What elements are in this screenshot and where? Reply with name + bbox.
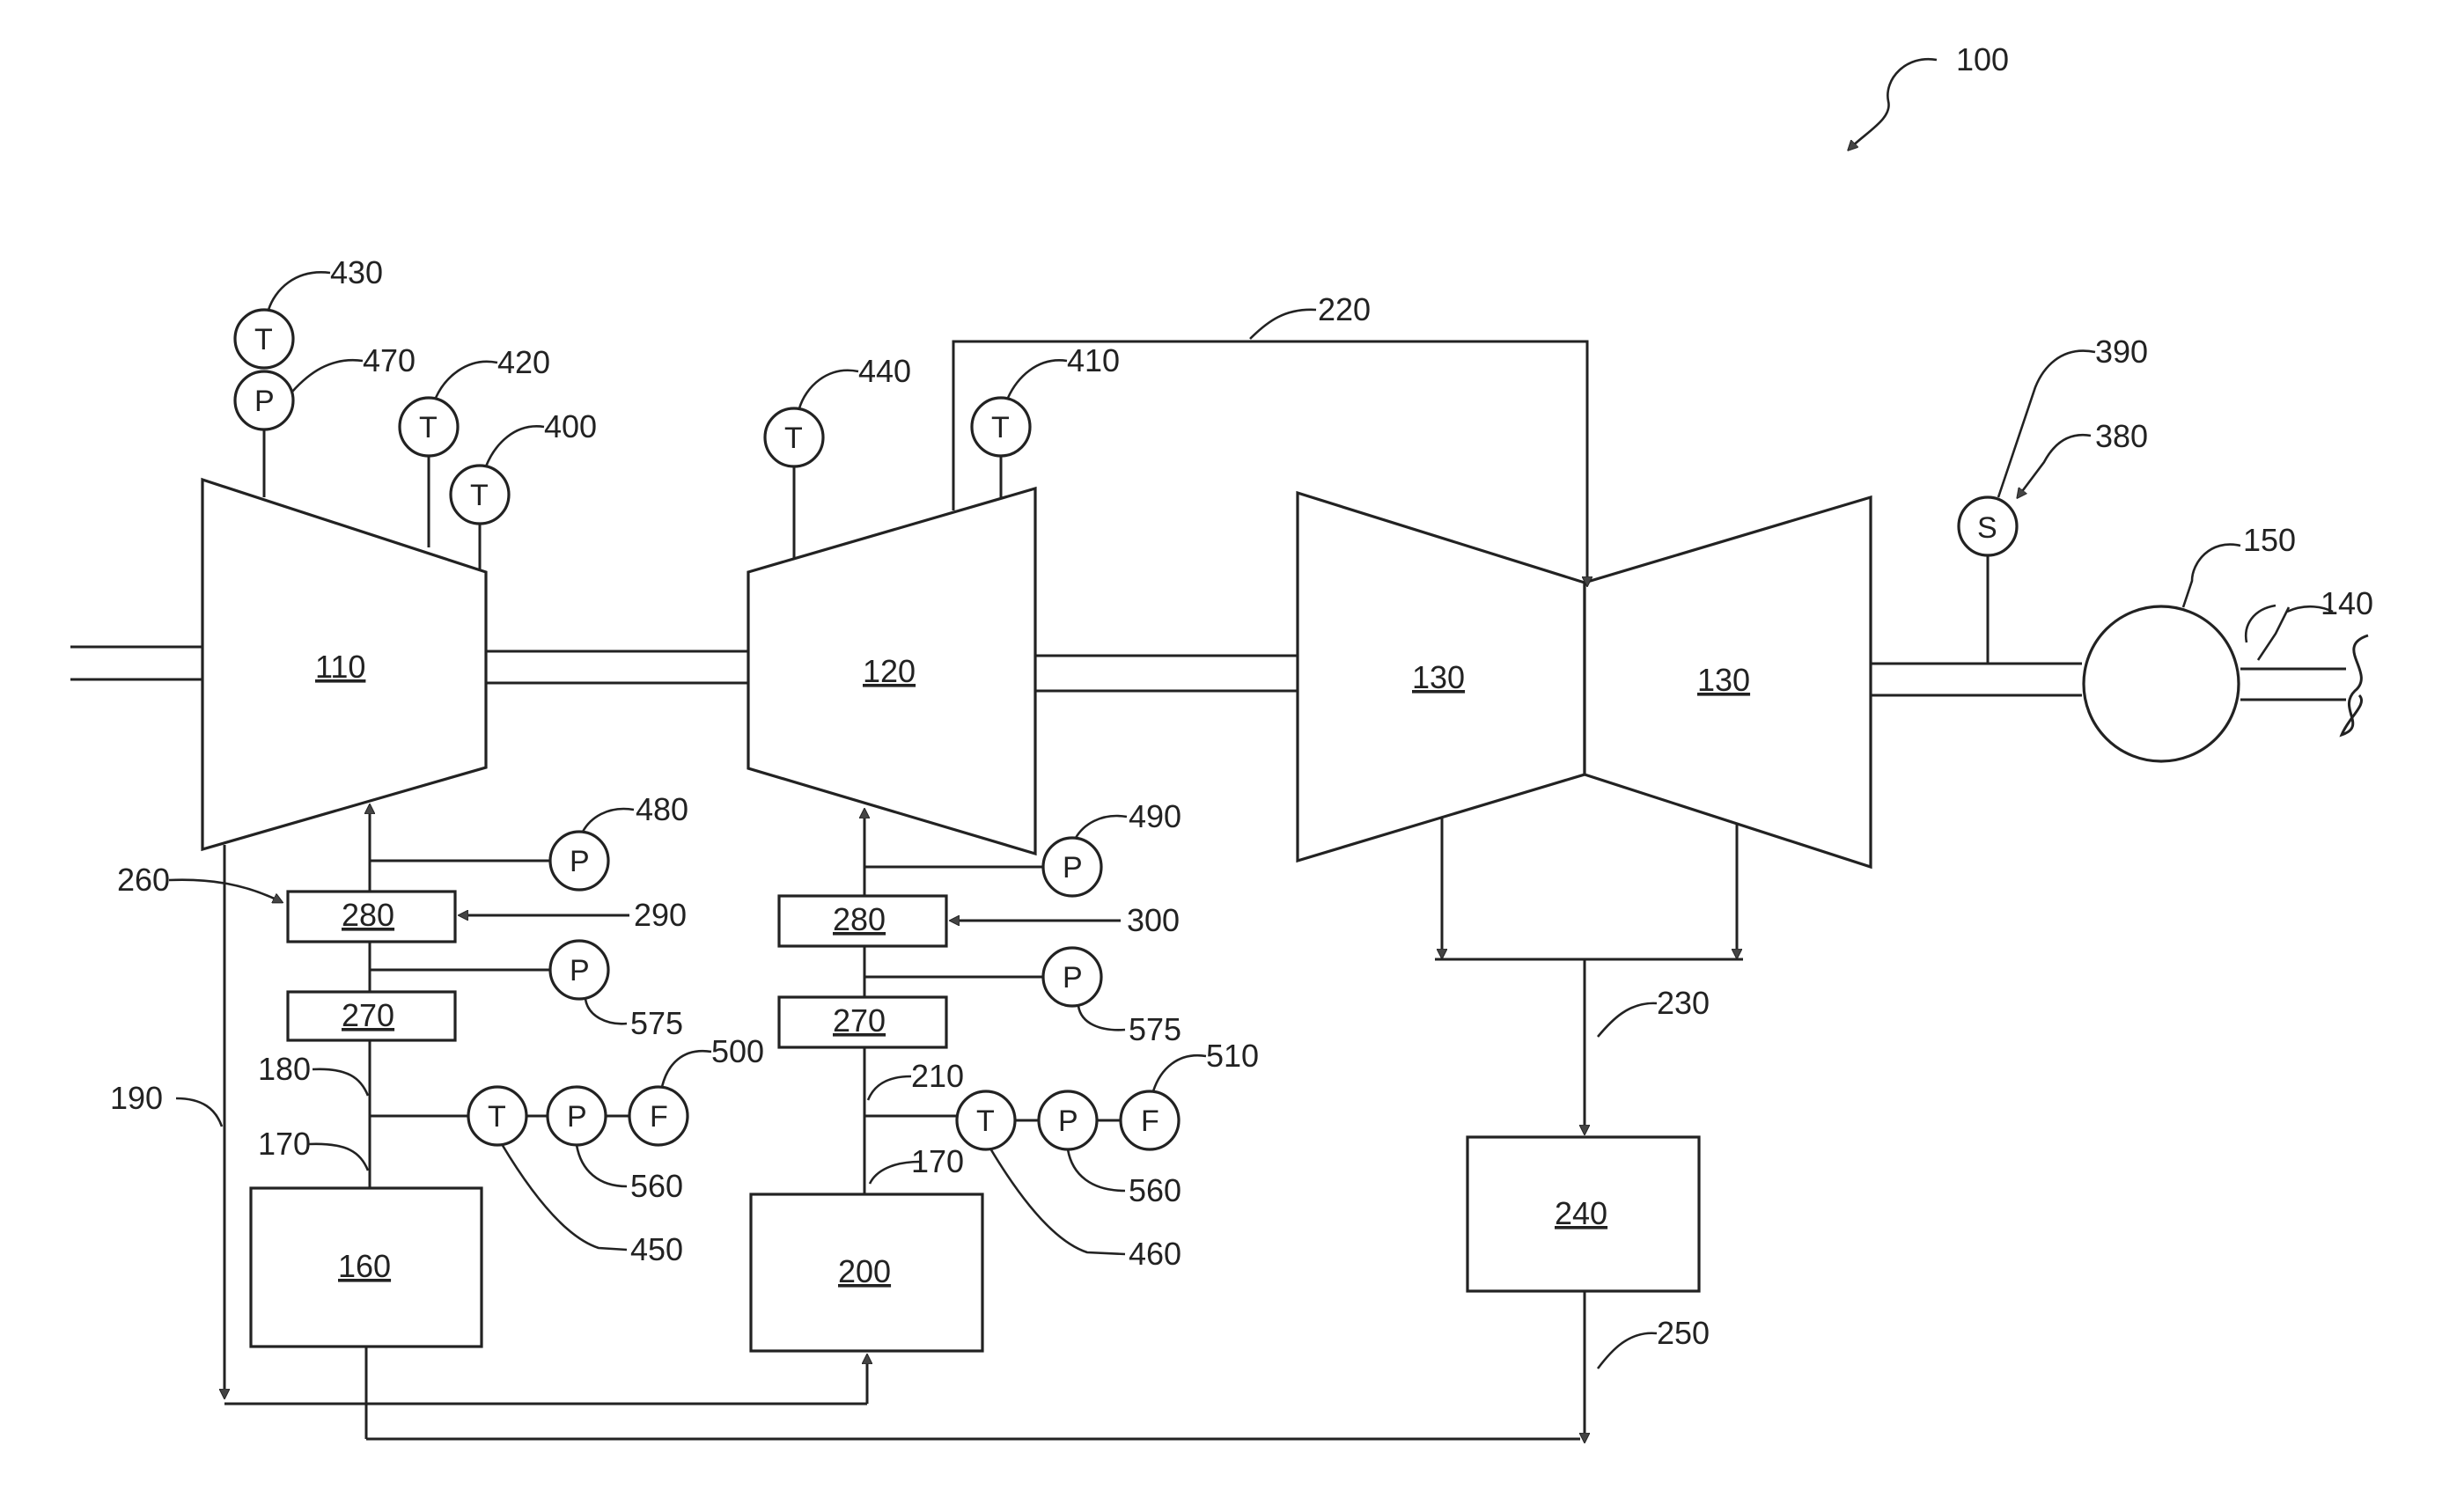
sensor-400-letter: T [470,479,489,512]
shaft-end: 140 [2258,585,2373,735]
generator: 150 [2084,522,2296,761]
shaft-end-label: 140 [2321,585,2373,621]
line-170a-label: 170 [258,1126,311,1162]
lp-compressor-label: 110 [315,649,365,685]
exhaust-unit: 240 [1467,1137,1699,1291]
sensor-420-letter: T [419,411,438,444]
sensor-490-label: 490 [1129,798,1181,834]
line-250: 250 [1585,1291,1710,1442]
sensor-440-label: 440 [858,353,911,389]
line-250-label: 250 [1657,1315,1710,1351]
figure-reference: 100 [1849,41,2009,150]
ref-380-label: 380 [2095,418,2148,454]
sensor-560b-letter: P [1058,1105,1078,1138]
sensor-560b-label: 560 [1129,1172,1181,1208]
line-190-label: 190 [110,1080,163,1116]
line-220-label: 220 [1318,291,1371,327]
sensor-460-letter: T [976,1105,995,1138]
figure-reference-label: 100 [1956,41,2009,77]
injector-2-label: 280 [833,901,886,937]
sensor-560a-letter: P [567,1100,587,1134]
exhaust-unit-label: 240 [1555,1195,1607,1231]
source-1-label: 160 [338,1248,391,1284]
sensor-420-label: 420 [497,344,550,380]
turbine-b: 130 [1585,497,1871,867]
sensor-470-letter: P [254,385,275,418]
sensor-575a-letter: P [570,954,590,987]
lp-compressor: 110 [202,480,486,849]
sensor-575b-letter: P [1063,961,1083,995]
sensor-500-letter: F [650,1100,668,1134]
sensor-410-letter: T [991,411,1010,444]
right-train: 200 170 210 270 280 300 [751,810,1180,1351]
sensor-430-label: 430 [330,254,383,290]
source-2-label: 200 [838,1253,891,1289]
speed-sensor: S 390 380 [1959,334,2148,664]
turbine-a-label: 130 [1412,659,1465,695]
line-230-label: 230 [1657,985,1710,1021]
sensor-575a-label: 575 [630,1005,683,1041]
sensor-440-letter: T [784,422,803,455]
line-220: 220 [953,291,1587,585]
hp-compressor: 120 [748,488,1035,854]
hp-compressor-label: 120 [863,653,916,689]
sensor-410-label: 410 [1067,342,1120,378]
sensor-470-label: 470 [363,342,416,378]
sensor-500-label: 500 [711,1033,764,1069]
sensor-450-label: 450 [630,1231,683,1267]
sensor-480-label: 480 [636,791,688,827]
sensor-575b-label: 575 [1129,1011,1181,1047]
sensor-560a-label: 560 [630,1168,683,1204]
sensor-460-label: 460 [1129,1236,1181,1272]
right-sensors: P 490 P 575 T P F 510 560 460 [957,798,1259,1272]
sensor-430-letter: T [254,323,273,356]
left-train: 160 170 180 270 280 260 290 [117,805,687,1347]
ref-300-label: 300 [1127,902,1180,938]
sensor-450-letter: T [488,1100,506,1134]
generator-label: 150 [2243,522,2296,558]
sensor-490-letter: P [1063,851,1083,884]
cooler-1-label: 270 [342,997,394,1033]
injector-1-label: 280 [342,897,394,933]
line-210-label: 210 [911,1058,964,1094]
sensor-480-letter: P [570,845,590,878]
sensor-510-label: 510 [1206,1038,1259,1074]
turbine-b-label: 130 [1697,662,1750,698]
sensor-400-label: 400 [544,408,597,444]
sensor-510-letter: F [1141,1105,1159,1138]
turbine-a: 130 [1298,493,1585,861]
left-sensors: P 480 P 575 T P F 500 560 450 [468,791,764,1267]
ref-260-label: 260 [117,862,170,898]
speed-sensor-label: 390 [2095,334,2148,370]
line-180-label: 180 [258,1051,311,1087]
exhaust-path: 230 [1435,818,1743,1134]
cooler-2-label: 270 [833,1002,886,1039]
speed-sensor-letter: S [1977,511,1997,545]
line-170b-label: 170 [911,1143,964,1179]
ref-290-label: 290 [634,897,687,933]
